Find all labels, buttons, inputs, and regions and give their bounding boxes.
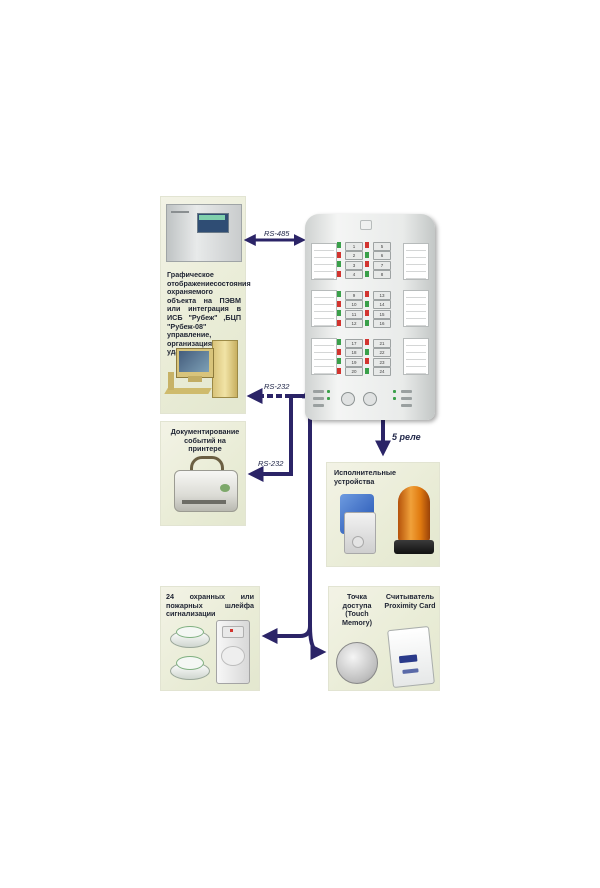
proximity-card-icon: [387, 625, 435, 689]
left-label-slots-1: [311, 243, 337, 280]
status-led: [393, 397, 396, 400]
siren-icon: [338, 494, 378, 558]
reader-text: Считыватель Proximity Card: [384, 592, 436, 610]
zone-keys-block-1: 1 5 2 6 3 7 4 8: [337, 241, 397, 279]
smoke-detector-icon: [170, 626, 210, 648]
computer-image: [164, 340, 242, 406]
right-label-slots-3: [403, 338, 429, 375]
zone-key[interactable]: 16: [373, 319, 391, 328]
status-led: [393, 390, 396, 393]
beacon-icon: [394, 486, 434, 558]
right-label-slots-2: [403, 290, 429, 327]
zone-key[interactable]: 23: [373, 357, 391, 367]
reset-round-button[interactable]: [341, 392, 355, 406]
function-button[interactable]: [401, 397, 412, 400]
zone-key[interactable]: 18: [345, 348, 363, 357]
zone-key[interactable]: 22: [373, 348, 391, 357]
zone-key[interactable]: 8: [373, 270, 391, 279]
zone-key[interactable]: 10: [345, 300, 363, 309]
zone-key[interactable]: 1: [345, 241, 363, 251]
zone-key[interactable]: 13: [373, 290, 391, 300]
zone-key[interactable]: 3: [345, 260, 363, 270]
function-button[interactable]: [313, 404, 324, 407]
function-button[interactable]: [313, 397, 324, 400]
rs232-pc-label: RS-232: [264, 382, 290, 391]
heat-detector-icon: [170, 656, 210, 680]
status-led: [327, 390, 330, 393]
actuators-text: Исполнительные устройства: [334, 468, 397, 486]
printer-image: [172, 456, 238, 518]
function-button[interactable]: [313, 390, 324, 393]
zone-key[interactable]: 2: [345, 251, 363, 260]
zone-key[interactable]: 20: [345, 367, 363, 376]
zone-keys-block-3: 17 21 18 22 19 23 20 24: [337, 338, 397, 376]
device-logo: [360, 220, 372, 230]
zone-key[interactable]: 24: [373, 367, 391, 376]
relay-label: 5 реле: [392, 432, 421, 442]
function-button[interactable]: [401, 390, 412, 393]
zone-key[interactable]: 12: [345, 319, 363, 328]
sound-round-button[interactable]: [363, 392, 377, 406]
printer-text: Документирование событий на принтере: [170, 427, 240, 454]
zone-key[interactable]: 14: [373, 300, 391, 309]
status-led: [327, 397, 330, 400]
rs485-label: RS-485: [264, 229, 290, 238]
zone-key[interactable]: 21: [373, 338, 391, 348]
zone-keys-block-2: 9 13 10 14 11 15 12 16: [337, 290, 397, 328]
fire-control-cabinet-image: [166, 204, 242, 262]
zone-key[interactable]: 6: [373, 251, 391, 260]
function-button[interactable]: [401, 404, 412, 407]
zone-key[interactable]: 4: [345, 270, 363, 279]
access-point-text: Точка доступа (Touch Memory): [342, 592, 372, 627]
zone-key[interactable]: 5: [373, 241, 391, 251]
zone-key[interactable]: 9: [345, 290, 363, 300]
zone-key[interactable]: 15: [373, 309, 391, 319]
access-link: [308, 625, 327, 660]
zone-key[interactable]: 11: [345, 309, 363, 319]
right-label-slots-1: [403, 243, 429, 280]
control-panel-device: 1 5 2 6 3 7 4 8 9 13 10 14 11 15 12 16 1…: [305, 214, 435, 420]
motion-detector-icon: [216, 620, 250, 684]
zone-key[interactable]: 19: [345, 357, 363, 367]
rs232-printer-link: [247, 396, 293, 482]
zone-key[interactable]: 17: [345, 338, 363, 348]
loops-text: 24 охранных или пожарных шлейфа сигнализ…: [166, 592, 254, 619]
rs232-printer-label: RS-232: [258, 459, 284, 468]
left-label-slots-3: [311, 338, 337, 375]
left-label-slots-2: [311, 290, 337, 327]
touch-memory-icon: [336, 642, 378, 684]
zone-key[interactable]: 7: [373, 260, 391, 270]
